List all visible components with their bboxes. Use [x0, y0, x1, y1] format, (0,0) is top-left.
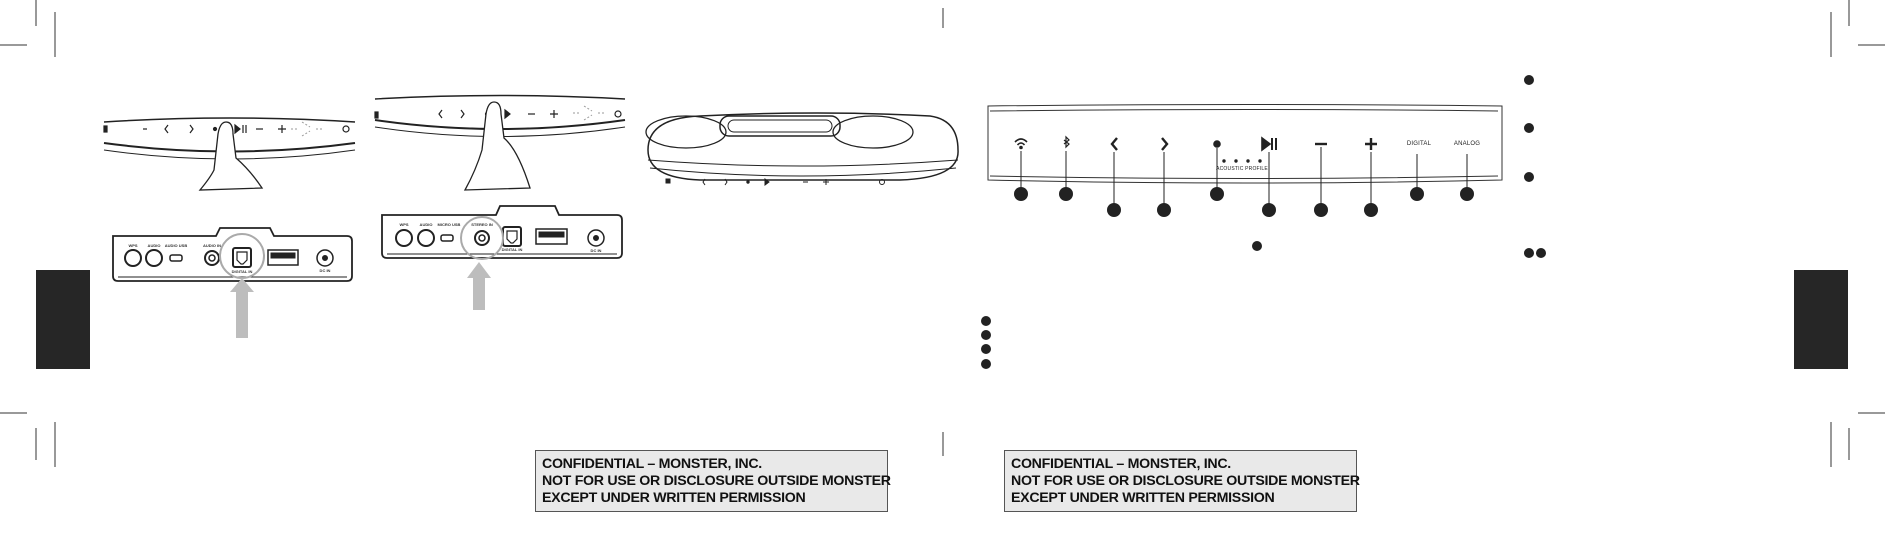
chevron-right-icon	[1161, 137, 1169, 151]
notice-line: EXCEPT UNDER WRITTEN PERMISSION	[1011, 489, 1275, 506]
rear2-port-label: STEREO IN	[471, 222, 493, 227]
left-section-tab	[36, 270, 90, 369]
callout-markers	[1014, 187, 1474, 251]
acoustic-profile-label: ACOUSTIC PROFILE	[1216, 166, 1268, 172]
notice-line: EXCEPT UNDER WRITTEN PERMISSION	[542, 489, 806, 506]
notice-line: NOT FOR USE OR DISCLOSURE OUTSIDE MONSTE…	[542, 472, 891, 489]
rear2-port-label: MICRO USB	[437, 222, 461, 227]
rear1-port-label: WPS	[128, 243, 138, 248]
rear2-port-label: DC IN	[590, 248, 602, 253]
bluetooth-icon	[1063, 135, 1070, 149]
analog-label: ANALOG	[1453, 141, 1481, 147]
rear1-port-label: AUDIO	[147, 243, 161, 248]
callout-leaders	[1020, 147, 1468, 210]
top-panel-illustration-1	[103, 117, 356, 191]
right-section-tab	[1794, 270, 1848, 369]
rear2-port-label: DIGITAL IN	[501, 247, 523, 252]
plus-icon	[1365, 138, 1377, 150]
control-panel-outline	[987, 104, 1503, 184]
rear-panel-2	[381, 205, 623, 310]
chevron-left-icon	[1110, 137, 1118, 151]
wifi-icon	[1014, 138, 1028, 150]
confidential-notice-right: CONFIDENTIAL – MONSTER, INC. NOT FOR USE…	[1004, 450, 1360, 512]
rear1-port-label: AUDIO IN	[203, 243, 221, 248]
rear2-port-label: WPS	[399, 222, 409, 227]
rear1-port-label: AUDIO USB	[164, 243, 188, 248]
digital-label: DIGITAL	[1406, 141, 1432, 147]
acoustic-profile-dots	[1222, 159, 1262, 163]
control-icons	[1014, 135, 1377, 163]
speaker-top-illustration	[645, 112, 959, 186]
play-pause-icon	[1261, 136, 1277, 152]
legend-bullets-right	[1524, 75, 1546, 258]
notice-line: CONFIDENTIAL – MONSTER, INC.	[1011, 456, 1231, 472]
notice-line: CONFIDENTIAL – MONSTER, INC.	[542, 456, 762, 472]
confidential-notice-left: CONFIDENTIAL – MONSTER, INC. NOT FOR USE…	[535, 450, 891, 512]
crop-marks	[0, 0, 1885, 467]
rear1-port-label: DC IN	[319, 268, 331, 273]
rear1-port-label: DIGITAL IN	[231, 269, 253, 274]
rear2-port-label: AUDIO	[419, 222, 433, 227]
top-panel-illustration-2	[374, 94, 626, 191]
dot-icon	[1213, 140, 1221, 148]
rear-panel-1	[112, 227, 353, 338]
legend-bullets-left	[981, 316, 991, 369]
notice-line: NOT FOR USE OR DISCLOSURE OUTSIDE MONSTE…	[1011, 472, 1360, 489]
